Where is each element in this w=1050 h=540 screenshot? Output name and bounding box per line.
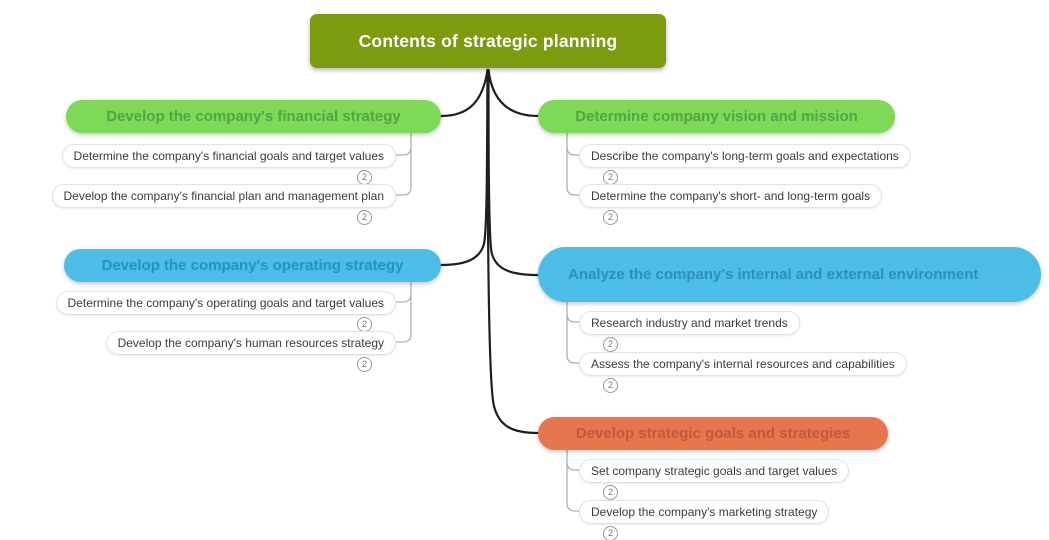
- collapsed-count-badge[interactable]: 2: [603, 378, 618, 393]
- bracket-vision-c1: [566, 146, 582, 156]
- topic-human-resources: Develop the company's human resources st…: [105, 331, 396, 372]
- sub-connectors: [396, 132, 582, 512]
- topic-longterm-expectations-pill[interactable]: Describe the company's long-term goals a…: [579, 144, 911, 168]
- topic-financial-plan: Develop the company's financial plan and…: [51, 184, 396, 225]
- connector-root-operating: [439, 68, 489, 267]
- branch-analyze-environment[interactable]: Analyze the company's internal and exter…: [538, 247, 1041, 302]
- topic-financial-plan-pill[interactable]: Develop the company's financial plan and…: [51, 184, 396, 208]
- collapsed-count-badge[interactable]: 2: [603, 170, 618, 185]
- topic-short-long-goals: Determine the company's short- and long-…: [579, 184, 883, 225]
- bracket-vision: [566, 132, 582, 196]
- connector-root-financial: [439, 68, 489, 118]
- topic-marketing-strategy: Develop the company's marketing strategy…: [579, 500, 830, 540]
- branch-financial-strategy-label: Develop the company's financial strategy: [106, 108, 401, 125]
- topic-set-strategic-goals-pill[interactable]: Set company strategic goals and target v…: [579, 459, 850, 483]
- bracket-goals: [566, 450, 582, 512]
- branch-vision-mission[interactable]: Determine company vision and mission: [538, 100, 895, 133]
- topic-market-trends: Research industry and market trends 2: [579, 311, 800, 352]
- bracket-analyze-c1: [566, 313, 582, 323]
- topic-human-resources-pill[interactable]: Develop the company's human resources st…: [105, 331, 396, 355]
- topic-financial-goals-pill[interactable]: Determine the company's financial goals …: [61, 144, 396, 168]
- connector-root-vision: [487, 68, 540, 118]
- collapsed-count-badge[interactable]: 2: [603, 485, 618, 500]
- topic-short-long-goals-pill[interactable]: Determine the company's short- and long-…: [579, 184, 883, 208]
- topic-operating-goals-pill[interactable]: Determine the company's operating goals …: [55, 291, 396, 315]
- branch-operating-strategy[interactable]: Develop the company's operating strategy: [64, 249, 441, 282]
- topic-financial-goals: Determine the company's financial goals …: [61, 144, 396, 185]
- branch-operating-strategy-label: Develop the company's operating strategy: [101, 257, 404, 274]
- bracket-operating: [396, 281, 412, 343]
- branch-vision-mission-label: Determine company vision and mission: [575, 108, 858, 125]
- connector-root-goals: [486, 68, 540, 435]
- branch-financial-strategy[interactable]: Develop the company's financial strategy: [66, 100, 441, 133]
- bracket-goals-c1: [566, 461, 582, 471]
- collapsed-count-badge[interactable]: 2: [357, 170, 372, 185]
- collapsed-count-badge[interactable]: 2: [603, 337, 618, 352]
- main-connectors: [439, 68, 540, 435]
- branch-analyze-environment-label: Analyze the company's internal and exter…: [568, 265, 979, 283]
- branch-strategic-goals-label: Develop strategic goals and strategies: [575, 425, 851, 442]
- topic-longterm-expectations: Describe the company's long-term goals a…: [579, 144, 911, 185]
- bracket-financial: [396, 132, 412, 196]
- topic-internal-resources: Assess the company's internal resources …: [579, 352, 907, 393]
- collapsed-count-badge[interactable]: 2: [357, 210, 372, 225]
- bracket-analyze: [566, 302, 582, 364]
- topic-internal-resources-pill[interactable]: Assess the company's internal resources …: [579, 352, 907, 376]
- collapsed-count-badge[interactable]: 2: [603, 526, 618, 540]
- bracket-financial-c1: [396, 146, 412, 156]
- root-topic-label: Contents of strategic planning: [358, 30, 618, 51]
- bracket-operating-c1: [396, 293, 412, 303]
- connector-root-analyze: [487, 68, 540, 277]
- collapsed-count-badge[interactable]: 2: [357, 357, 372, 372]
- branch-strategic-goals[interactable]: Develop strategic goals and strategies: [538, 417, 888, 450]
- root-topic[interactable]: Contents of strategic planning: [310, 14, 666, 68]
- topic-set-strategic-goals: Set company strategic goals and target v…: [579, 459, 850, 500]
- topic-market-trends-pill[interactable]: Research industry and market trends: [579, 311, 800, 335]
- topic-operating-goals: Determine the company's operating goals …: [55, 291, 396, 332]
- topic-marketing-strategy-pill[interactable]: Develop the company's marketing strategy: [579, 500, 830, 524]
- collapsed-count-badge[interactable]: 2: [357, 317, 372, 332]
- collapsed-count-badge[interactable]: 2: [603, 210, 618, 225]
